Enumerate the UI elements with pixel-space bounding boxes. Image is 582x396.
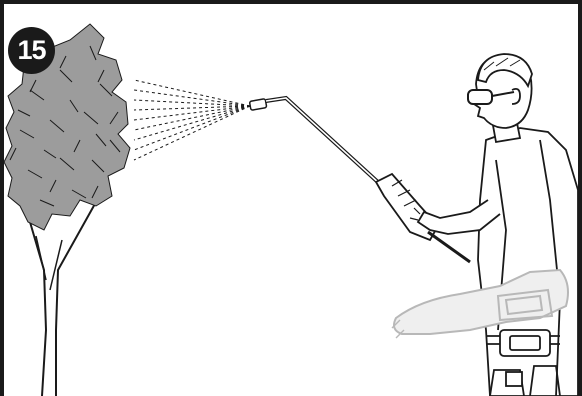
ghost-arm: [391, 268, 569, 339]
leaf-veins: [9, 45, 121, 207]
tree-icon: [3, 23, 131, 396]
step-number: 15: [17, 35, 46, 65]
foliage: [3, 23, 131, 231]
person-icon: [409, 53, 579, 396]
spray-mist: [133, 79, 251, 161]
step-number-badge: 15: [8, 27, 55, 74]
